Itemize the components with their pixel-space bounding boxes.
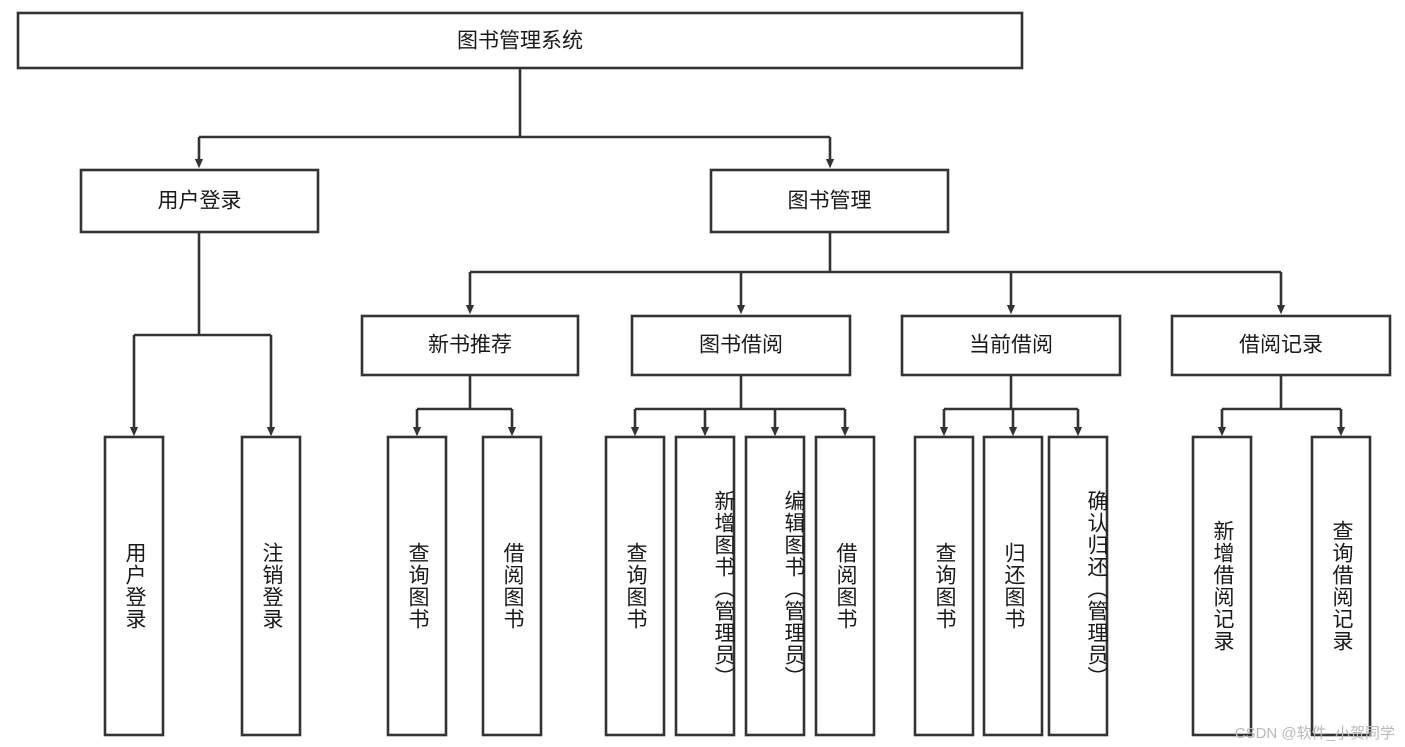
node-leaf-new-book-borrow[interactable]	[481, 435, 543, 737]
node-leaf-borrow-record-add[interactable]	[1191, 435, 1253, 737]
node-leaf-current-borrow-return[interactable]	[982, 435, 1044, 737]
node-borrow-record[interactable]	[1170, 314, 1392, 377]
node-leaf-current-borrow-confirm[interactable]	[1047, 435, 1109, 737]
node-current-borrow-label: 当前借阅	[969, 334, 1053, 357]
node-new-book-recommend-label: 新书推荐	[428, 334, 512, 357]
node-leaf-user-login-login[interactable]	[103, 435, 165, 737]
node-new-book-recommend[interactable]	[360, 314, 580, 377]
node-book-borrow[interactable]	[630, 314, 852, 377]
node-leaf-book-borrow-borrow[interactable]	[814, 435, 876, 737]
watermark-text: CSDN @软件_小贺同学	[1234, 725, 1395, 742]
node-leaf-book-borrow-add[interactable]	[674, 435, 736, 737]
node-current-borrow[interactable]	[900, 314, 1122, 377]
node-book-management[interactable]	[709, 168, 950, 234]
node-borrow-record-label: 借阅记录	[1239, 334, 1323, 357]
node-leaf-borrow-record-query[interactable]	[1310, 435, 1372, 737]
node-user-login-label: 用户登录	[158, 190, 242, 213]
node-book-management-label: 图书管理	[788, 190, 872, 213]
node-book-borrow-label: 图书借阅	[699, 334, 783, 357]
node-root-label: 图书管理系统	[457, 30, 583, 53]
node-root-book-management-system[interactable]	[16, 11, 1024, 70]
node-leaf-book-borrow-edit[interactable]	[744, 435, 806, 737]
node-leaf-user-login-logout[interactable]	[240, 435, 302, 737]
node-leaf-new-book-query[interactable]	[386, 435, 448, 737]
node-leaf-book-borrow-query[interactable]	[604, 435, 666, 737]
node-leaf-current-borrow-query[interactable]	[913, 435, 975, 737]
node-user-login[interactable]	[79, 168, 320, 234]
